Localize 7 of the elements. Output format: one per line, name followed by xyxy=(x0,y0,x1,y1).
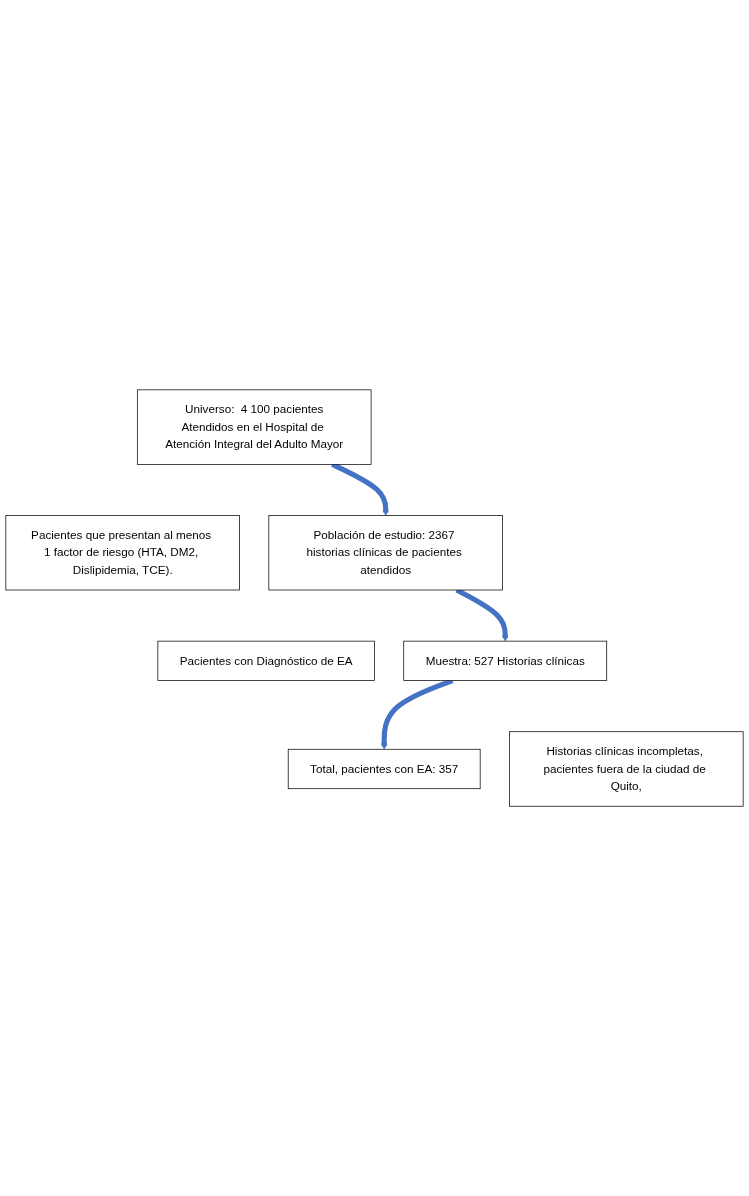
node-box: Pacientes con Diagnóstico de EA xyxy=(157,640,375,681)
node-box: Muestra: 527 Historias clínicas xyxy=(403,640,608,681)
node-box: Total, pacientes con EA: 357 xyxy=(287,748,481,789)
node-box: Pacientes que presentan al menos 1 factor de riesgo (HTA, DM2, Dislipidemia, TCE). xyxy=(5,515,240,591)
node-box: Universo: 4 100 pacientes Atendidos en el Hospital de Atención Integral del Adulto Mayor xyxy=(136,389,372,465)
node-box: Población de estudio: 2367 historias clínicas de pacientes atendidos xyxy=(268,515,503,591)
node-box: Historias clínicas incompletas, pacientes fuera de la ciudad de Quito, xyxy=(509,731,744,807)
